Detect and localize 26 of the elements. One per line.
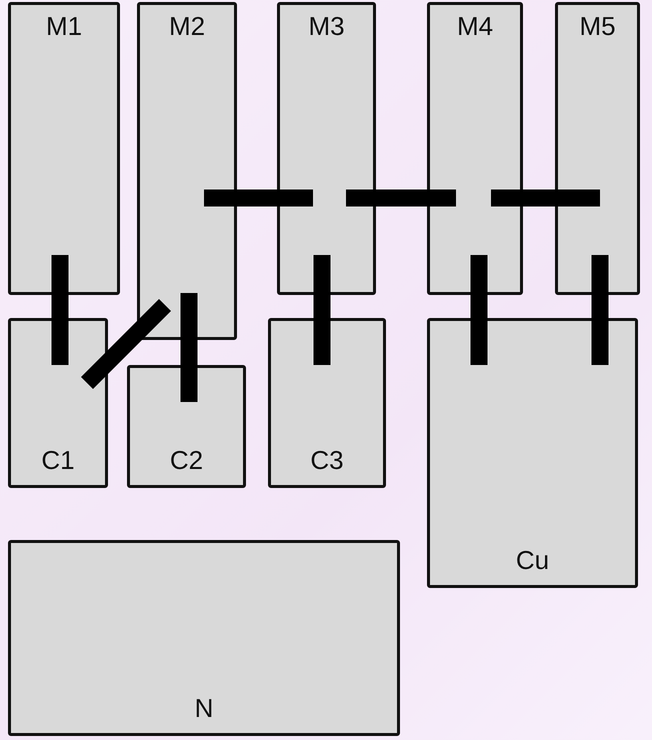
box-label: M1: [44, 11, 84, 41]
box-label: M5: [578, 11, 617, 41]
box-label: M3: [307, 11, 346, 41]
component-box: [8, 318, 108, 488]
component-box: [137, 2, 237, 340]
connector-bar: [314, 255, 330, 365]
connector-bar: [52, 255, 68, 365]
box-label: N: [194, 693, 214, 723]
box-label: C2: [168, 445, 204, 475]
connector-bar: [204, 190, 313, 206]
component-box: [8, 540, 400, 736]
box-label: M4: [456, 11, 494, 41]
box-label: M2: [168, 11, 206, 41]
component-box: [268, 318, 386, 488]
component-box: [8, 2, 120, 295]
component-box: [277, 2, 376, 295]
box-label: C1: [40, 445, 76, 475]
component-box: [427, 2, 523, 295]
connector-bar: [491, 190, 600, 206]
box-label: C3: [309, 445, 345, 475]
component-box: [555, 2, 640, 295]
component-box: [127, 365, 246, 488]
connector-bar: [180, 293, 198, 402]
connector-bar: [346, 190, 456, 206]
component-box: [427, 318, 638, 588]
box-label: Cu: [514, 545, 550, 575]
